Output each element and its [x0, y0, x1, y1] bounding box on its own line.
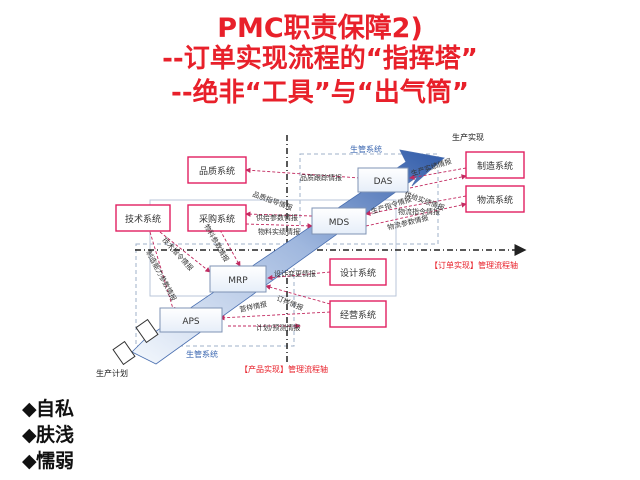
bottom-group-label: 生管系统 — [186, 349, 218, 359]
flow-mds-purchase — [245, 211, 313, 217]
prod-realize-label: 生产实现 — [452, 132, 484, 142]
flow-mgmt-mrp — [265, 284, 331, 305]
flow-logistics-mds — [365, 195, 467, 216]
flow-label-design-change: 设计变更情报 — [274, 269, 316, 278]
flow-label-capacity-param: 制造能力参数情报 — [144, 249, 178, 303]
flow-label-supply-param: 供给参数情报 — [256, 213, 298, 222]
tech-system-label: 技术系统 — [125, 213, 161, 225]
bullet-text: 肤浅 — [36, 424, 75, 446]
purchase-system-label: 采购系统 — [199, 213, 235, 225]
flow-label-quality-info: 品质跟踪情报 — [300, 173, 342, 182]
quality-system-label: 品质系统 — [199, 165, 235, 177]
plan-box-2 — [135, 318, 159, 344]
das-label: DAS — [374, 177, 393, 187]
flow-tech-aps — [149, 231, 176, 313]
diamond-icon: ◆ — [22, 450, 37, 472]
flow-das-mfg — [409, 174, 467, 189]
aps-label: APS — [182, 317, 200, 327]
purchase-system-box[interactable] — [187, 204, 247, 232]
bullet-item: ◆自私 — [22, 394, 74, 421]
das-box[interactable] — [357, 167, 409, 193]
bullet-text: 自私 — [36, 398, 75, 420]
flow-mgmt-aps — [219, 311, 331, 321]
flow-design-mrp — [267, 271, 331, 281]
flow-label-material-actual: 物料实绩情报 — [258, 227, 300, 236]
mds-label: MDS — [329, 218, 350, 228]
title-line-2: --订单实现流程的“指挥塔” — [162, 44, 478, 74]
logistics-system-label: 物流系统 — [477, 194, 513, 206]
plan-box-1 — [112, 340, 136, 366]
flow-mds-logistics — [365, 202, 467, 227]
top-group-frame — [299, 153, 439, 245]
logistics-system-box[interactable] — [465, 185, 525, 213]
mfg-system-label: 制造系统 — [477, 160, 513, 172]
mds-box[interactable] — [311, 207, 367, 235]
flow-label-plan-forecast: 计划/预测情报 — [256, 323, 300, 332]
flow-tech-mrp — [159, 231, 211, 273]
prod-plan-label: 生产计划 — [96, 368, 128, 378]
title-line-3: --绝非“工具”与“出气筒” — [171, 78, 469, 108]
tech-system-box[interactable] — [115, 204, 171, 232]
quality-system-box[interactable] — [187, 156, 247, 184]
flow-purchase-mds — [245, 223, 313, 229]
bottom-group-frame — [135, 243, 295, 347]
flow-label-tech-instr: 技术指令情报 — [161, 235, 196, 272]
product-axis-label: 【产品实现】管理流程轴 — [240, 364, 328, 374]
top-group-label: 生管系统 — [350, 144, 382, 154]
mrp-box[interactable] — [209, 265, 267, 293]
diamond-icon: ◆ — [22, 424, 37, 446]
mgmt-system-box[interactable] — [329, 300, 387, 328]
flow-mfg-das — [409, 167, 467, 180]
diamond-icon: ◆ — [22, 398, 37, 420]
order-axis-label: 【订单实现】管理流程轴 — [430, 260, 518, 270]
mgmt-system-label: 经营系统 — [340, 309, 376, 321]
flow-label-logistics-instr: 物流指令情报 — [398, 207, 440, 216]
mfg-system-box[interactable] — [465, 151, 525, 179]
flow-das-quality — [245, 167, 361, 179]
bullet-item: ◆懦弱 — [22, 446, 74, 473]
design-system-box[interactable] — [329, 258, 387, 286]
aps-box[interactable] — [159, 307, 223, 333]
design-system-label: 设计系统 — [340, 267, 376, 279]
inner-frame — [149, 199, 397, 297]
bullet-text: 懦弱 — [36, 450, 75, 472]
flow-purchase-mrp — [219, 229, 241, 267]
title-line-1: PMC职责保障2) — [217, 13, 423, 44]
bullet-item: ◆肤浅 — [22, 420, 74, 447]
mrp-label: MRP — [228, 276, 248, 286]
